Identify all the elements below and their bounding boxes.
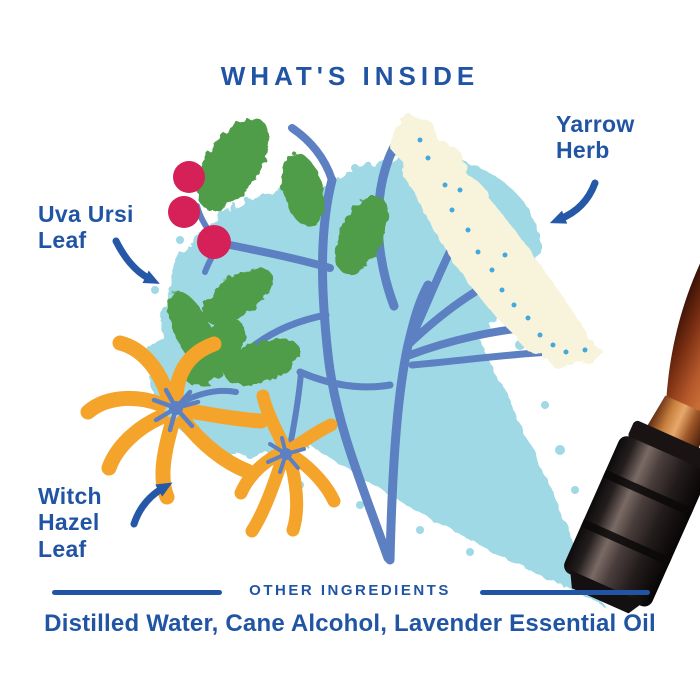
yarrow-flower-cluster: [391, 116, 599, 370]
divider-line-right: [480, 590, 650, 595]
witch-hazel-label: Witch Hazel Leaf: [38, 483, 102, 562]
bottle-neck-copper: [643, 395, 700, 456]
uva-ursi-arrow: [112, 237, 160, 284]
amber-spray-bottle: [564, 196, 700, 614]
yarrow-label: Yarrow Herb: [556, 111, 635, 164]
uva-ursi-leaves: [167, 117, 389, 386]
uva-ursi-berries: [168, 161, 231, 259]
divider-line-left: [52, 590, 222, 595]
witch-hazel-arrow: [130, 482, 173, 528]
other-ingredients-list: Distilled Water, Cane Alcohol, Lavender …: [44, 610, 656, 637]
bottle-glass: [666, 196, 700, 417]
nozzle-body: [564, 436, 700, 607]
uva-ursi-label: Uva Ursi Leaf: [38, 201, 134, 254]
witch-hazel-flower-center: [266, 436, 306, 474]
witch-hazel-flowers: [80, 335, 341, 538]
other-ingredients-heading: OTHER INGREDIENTS: [249, 582, 451, 599]
nozzle-collar: [628, 420, 700, 471]
yarrow-arrow: [549, 179, 599, 224]
witch-hazel-flower-center: [151, 387, 201, 433]
page-title: WHAT'S INSIDE: [220, 61, 480, 91]
yarrow-floret-dots: [417, 137, 588, 355]
label-arrows: [112, 179, 599, 528]
